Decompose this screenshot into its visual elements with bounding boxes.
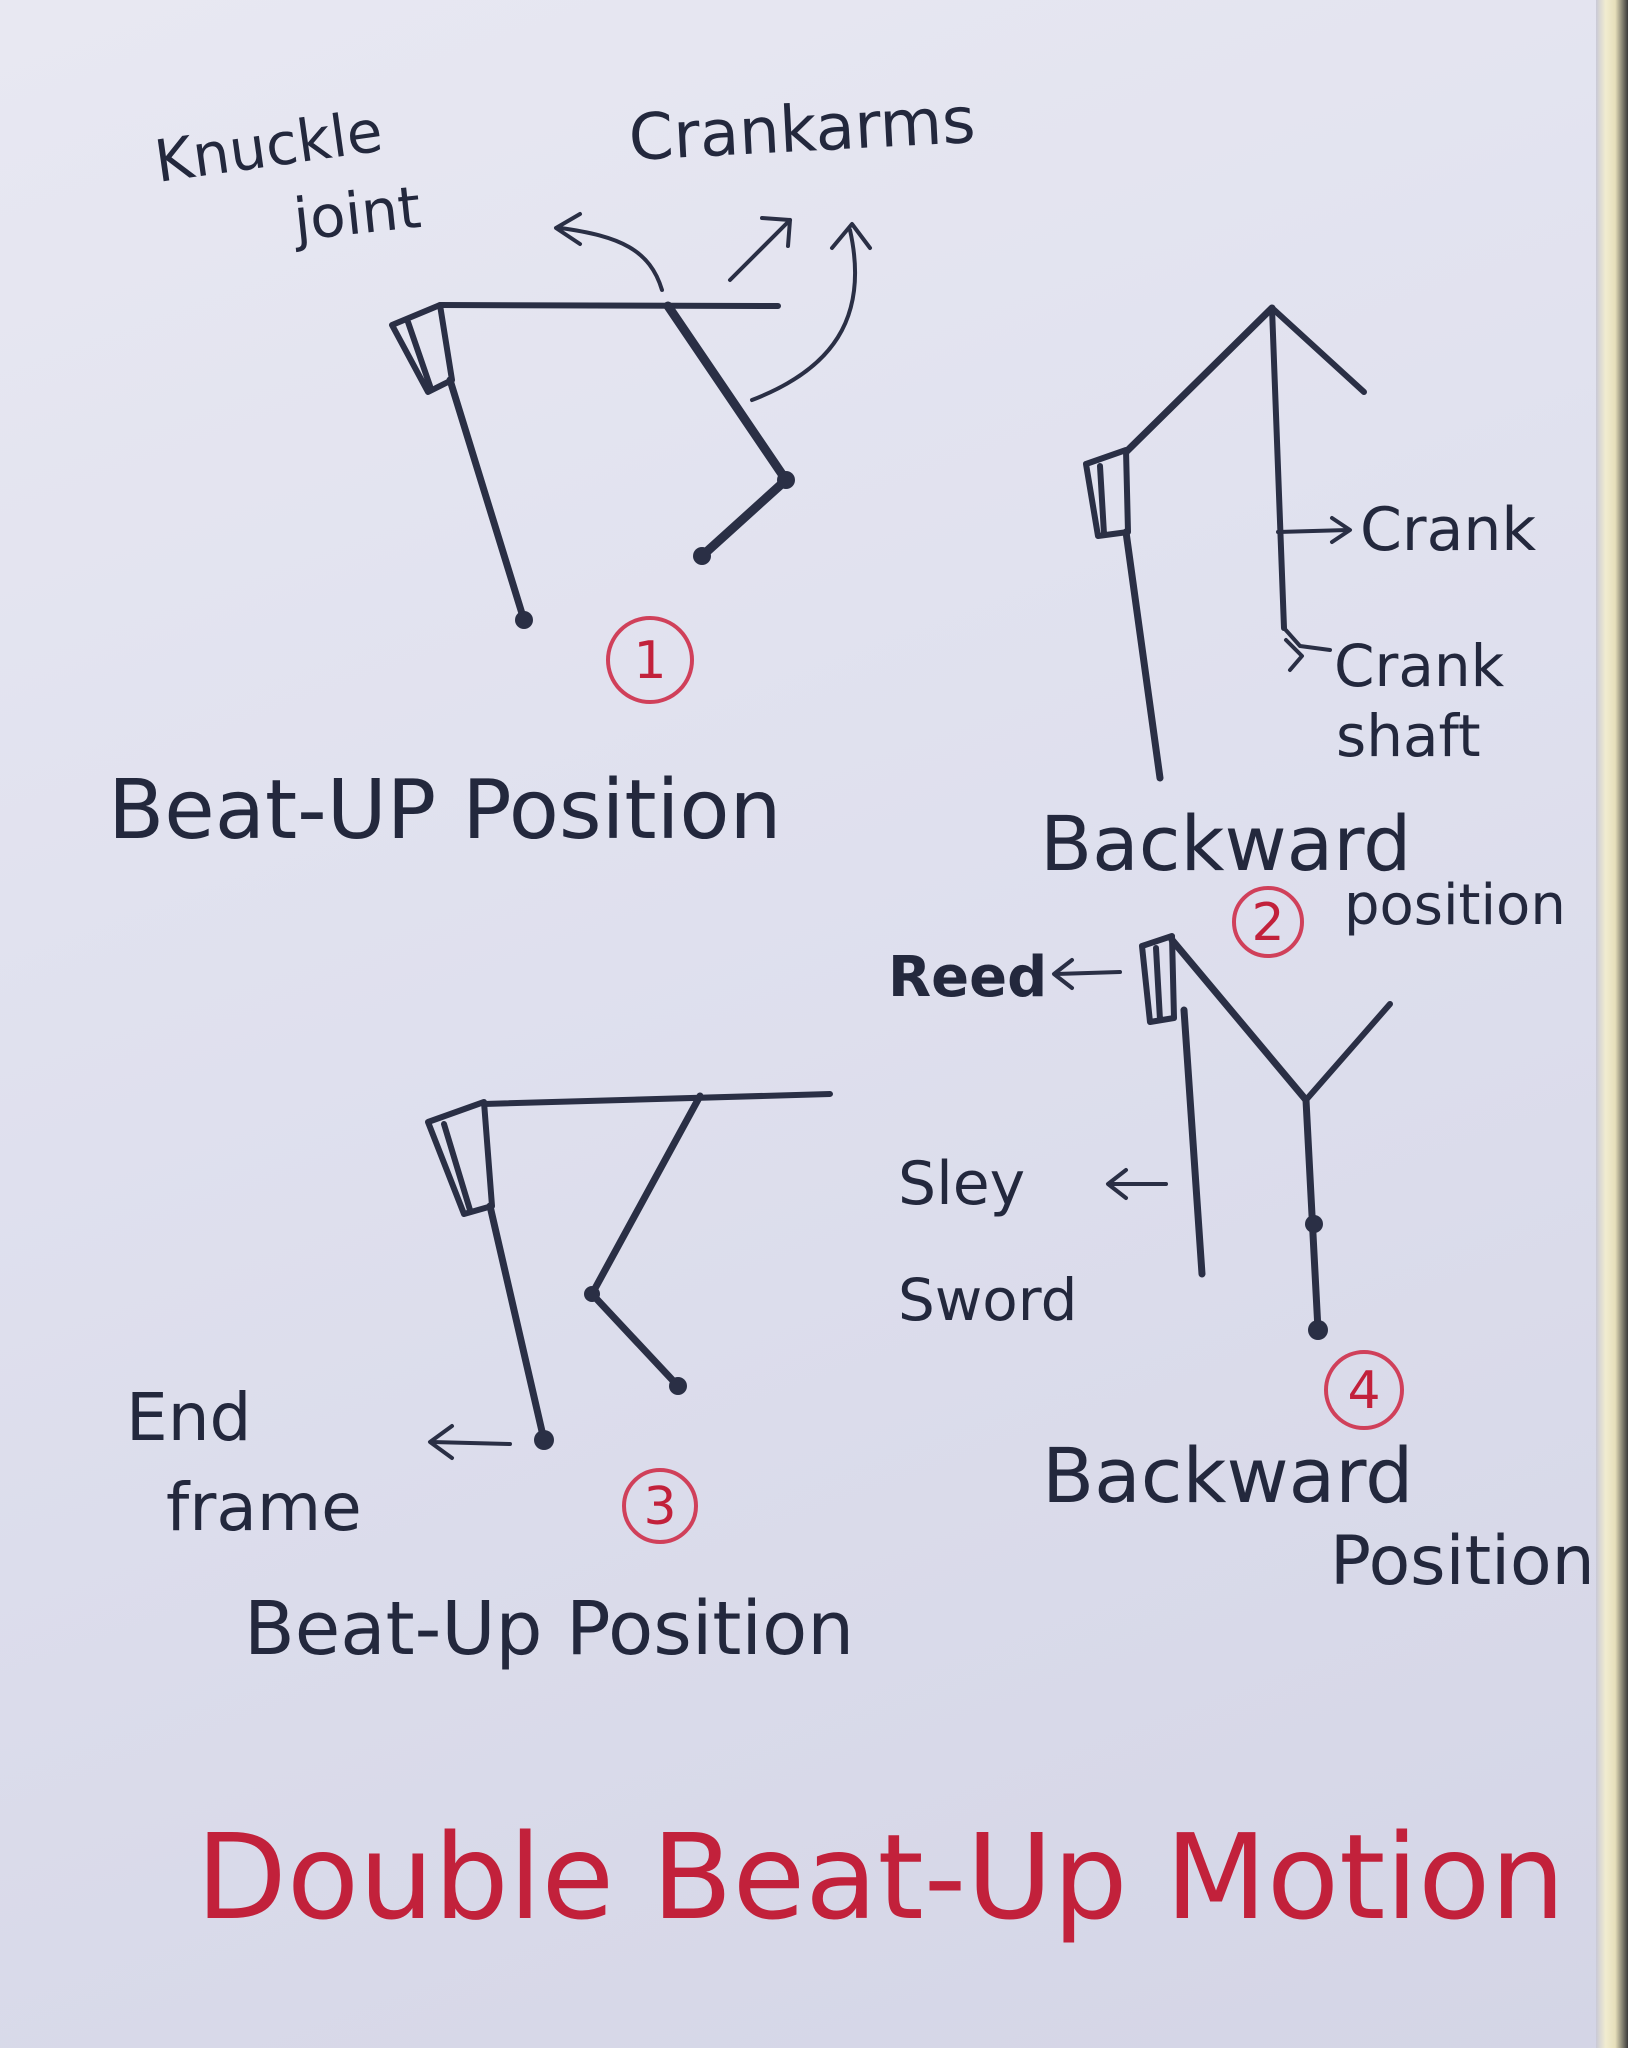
crank-arm-2a [1122,304,1276,456]
end-frame-arrow [430,1440,512,1446]
crank-end-dot-4 [1308,1320,1328,1340]
sley-arrowhead [1106,1168,1128,1200]
diagram-4-backward [1052,933,1393,1340]
label-sword: Sword [898,1266,1077,1334]
crank-joint-dot-1 [777,471,795,489]
knuckle-pointer [558,226,664,292]
label-beat-up-position-3: Beat-Up Position [244,1586,854,1672]
reed-block-3 [425,1099,495,1217]
label-sley: Sley [898,1149,1025,1219]
end-frame-arrowhead [428,1424,454,1460]
top-bar-3 [481,1091,833,1107]
label-reed: Reed [888,945,1047,1010]
diagram-3-beat-up [425,1091,833,1460]
label-crank-shaft-line2: shaft [1336,702,1481,770]
label-crank-shaft-line1: Crank [1334,632,1505,700]
reed-arrow [1054,970,1122,976]
number-3: 3 [643,1477,676,1537]
sley-sword-2 [1122,528,1164,782]
label-backward-2-line1: Backward [1040,799,1411,888]
crank-joint-dot-4 [1305,1215,1323,1233]
sley-sword-1 [446,376,528,624]
crank-end-dot-3 [669,1377,687,1395]
crank-shaft-2 [1269,305,1287,631]
crank-arm-4a [1168,936,1310,1104]
knuckle-arrowhead [554,212,582,246]
label-backward-2-line2: position [1344,873,1566,938]
crank-arrow [1276,528,1350,534]
label-crank: Crank [1360,495,1536,565]
number-circle-2 [1232,886,1304,958]
crank-shaft-arrow [1282,626,1332,652]
crank-arm-1 [663,301,791,561]
reed-arrowhead [1052,958,1074,990]
crankarm-arrowhead-2 [830,222,872,250]
number-circle-1 [606,616,694,704]
number-2: 2 [1251,893,1284,953]
number-4: 4 [1347,1361,1380,1421]
crank-arm-4b [1303,1001,1393,1103]
sley-sword-3 [486,1202,548,1444]
crank-shaft-4 [1302,1096,1322,1334]
pivot-dot-3 [534,1430,554,1450]
label-backward-4-line2: Position [1330,1522,1595,1601]
crankarm-arrowhead-1 [760,216,792,248]
label-frame: frame [166,1469,362,1546]
notebook-edge [1596,0,1628,2048]
crank-arm-3 [588,1092,704,1390]
pivot-dot-1 [515,611,533,629]
label-joint: joint [288,173,424,254]
number-circle-3 [622,1468,698,1544]
crankarm-arrow-1 [728,218,792,282]
diagram-2-backward [1083,304,1367,782]
sley-sword-4 [1180,1006,1206,1278]
crank-arrowhead [1330,516,1352,544]
label-backward-4-line1: Backward [1042,1431,1413,1520]
number-circle-4 [1324,1350,1404,1430]
crank-arm-2b [1269,305,1367,395]
crank-end-dot-1 [693,547,711,565]
label-end: End [126,1379,251,1456]
number-1: 1 [633,631,666,691]
diagram-title: Double Beat-Up Motion [196,1808,1565,1946]
top-bar-1 [437,302,781,309]
diagram-1-beat-up [389,212,872,629]
crankarm-arrow-2 [750,228,858,402]
reed-block-2 [1083,447,1131,539]
reed-block-1 [389,302,455,395]
crank-joint-dot-3 [584,1286,600,1302]
crank-shaft-arrowhead [1284,638,1304,672]
label-crankarms: Crankarms [627,84,977,176]
reed-block-4 [1139,933,1177,1025]
label-beat-up-position-1: Beat-UP Position [108,763,782,858]
